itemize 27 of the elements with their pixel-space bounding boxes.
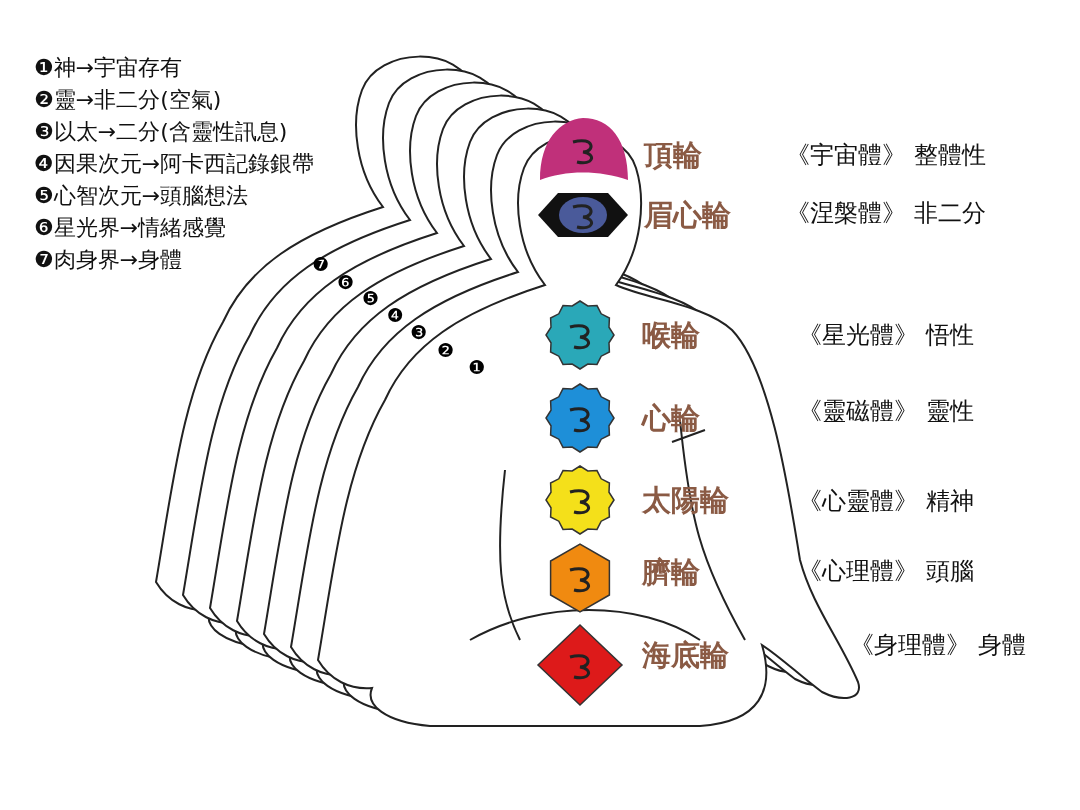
body-description: 《心靈體》 精神 — [798, 488, 974, 515]
callout-number: ❹ — [387, 305, 405, 326]
callout-number: ❷ — [437, 340, 455, 361]
chakra-name: 海底輪 — [642, 640, 729, 672]
body-description: 《星光體》 悟性 — [798, 322, 974, 349]
body-description: 《宇宙體》 整體性 — [786, 142, 986, 169]
chakra-name: 喉輪 — [642, 320, 700, 352]
list-item: ❷靈→非二分(空氣) — [34, 88, 222, 113]
body-description: 《心理體》 頭腦 — [798, 558, 974, 585]
chakra-name: 臍輪 — [642, 557, 700, 589]
list-item: ❸以太→二分(含靈性訊息) — [34, 120, 288, 145]
list-item: ❻星光界→情緒感覺 — [34, 216, 227, 241]
callout-number: ❶ — [468, 357, 486, 378]
body-description: 《涅槃體》 非二分 — [786, 200, 986, 227]
chakra-name: 頂輪 — [644, 140, 702, 172]
callout-number: ❼ — [312, 254, 330, 275]
body-description: 《身理體》 身體 — [850, 632, 1026, 659]
chakra-name: 眉心輪 — [644, 200, 731, 232]
list-item: ❺心智次元→頭腦想法 — [34, 184, 249, 209]
list-item: ❼肉身界→身體 — [34, 248, 183, 273]
chakra-name: 心輪 — [642, 403, 700, 435]
callout-number: ❸ — [410, 322, 428, 343]
list-item: ❶神→宇宙存有 — [34, 56, 183, 81]
callout-number: ❻ — [337, 272, 355, 293]
callout-number: ❺ — [362, 288, 380, 309]
list-item: ❹因果次元→阿卡西記錄銀帶 — [34, 152, 315, 177]
body-description: 《靈磁體》 靈性 — [798, 398, 974, 425]
